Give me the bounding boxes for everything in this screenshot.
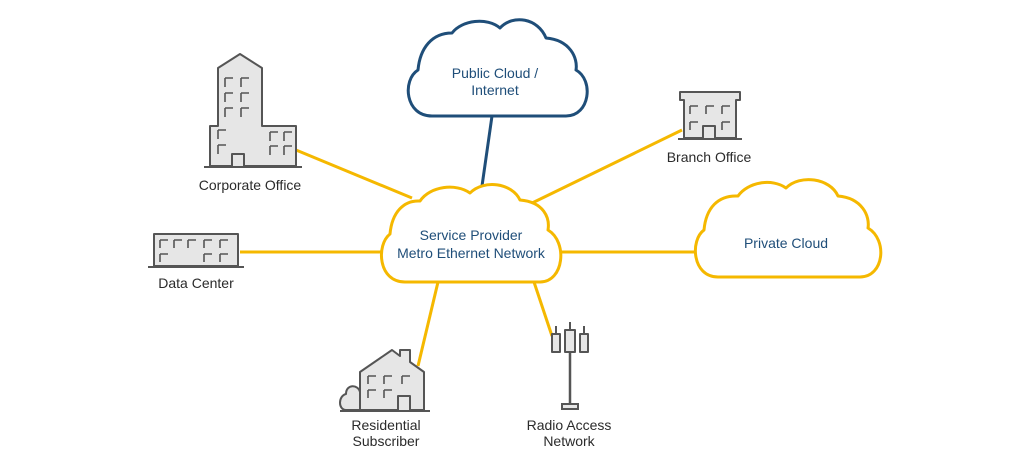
- service-provider-node: Service Provider Metro Ethernet Network: [379, 183, 563, 284]
- cloud-icon: [406, 18, 589, 118]
- link-residential: [416, 281, 440, 367]
- service-provider-label-line1: Service Provider: [420, 227, 523, 243]
- public-cloud-label-line2: Internet: [471, 82, 519, 98]
- link-corporate-office: [295, 148, 413, 200]
- radio-access-node: Radio Access Network: [527, 322, 612, 449]
- private-cloud-label: Private Cloud: [744, 235, 828, 251]
- cloud-icon: [379, 183, 563, 284]
- office-building-icon: [204, 53, 302, 168]
- residential-label-line1: Residential: [351, 417, 420, 433]
- corporate-office-label: Corporate Office: [199, 177, 302, 193]
- data-center-icon: [148, 233, 244, 268]
- house-icon: [339, 349, 430, 412]
- link-radio-access: [532, 281, 554, 337]
- branch-office-node: Branch Office: [667, 91, 752, 165]
- private-cloud-node: Private Cloud: [694, 178, 883, 279]
- service-provider-label-line2: Metro Ethernet Network: [397, 245, 546, 261]
- residential-label-line2: Subscriber: [353, 433, 420, 449]
- radio-access-label-line1: Radio Access: [527, 417, 612, 433]
- link-branch-office: [527, 128, 683, 207]
- data-center-node: Data Center: [148, 233, 244, 291]
- public-cloud-label-line1: Public Cloud /: [452, 65, 538, 81]
- radio-access-label-line2: Network: [543, 433, 595, 449]
- cell-tower-icon: [551, 322, 589, 410]
- link-public-cloud: [480, 115, 494, 187]
- residential-node: Residential Subscriber: [339, 349, 430, 449]
- data-center-label: Data Center: [158, 275, 234, 291]
- branch-building-icon: [678, 91, 742, 140]
- cloud-icon: [694, 178, 883, 279]
- links: [240, 115, 696, 367]
- public-cloud-node: Public Cloud / Internet: [406, 18, 589, 118]
- branch-office-label: Branch Office: [667, 149, 752, 165]
- corporate-office-node: Corporate Office: [199, 53, 302, 193]
